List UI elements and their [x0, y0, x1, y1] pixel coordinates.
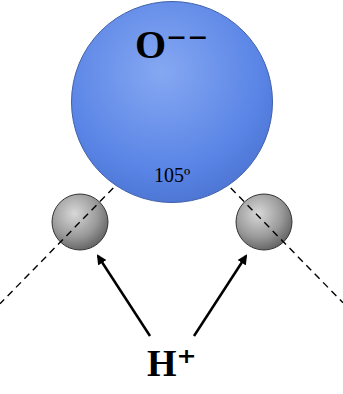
ion-label: H⁺	[147, 340, 197, 385]
angle-label: 105º	[154, 164, 190, 187]
atom-symbol: O⁻⁻	[135, 20, 208, 68]
leader-arrow	[194, 256, 246, 336]
hydrogen-atom	[236, 194, 292, 250]
leader-arrow	[98, 256, 150, 336]
hydrogen-atom	[52, 194, 108, 250]
